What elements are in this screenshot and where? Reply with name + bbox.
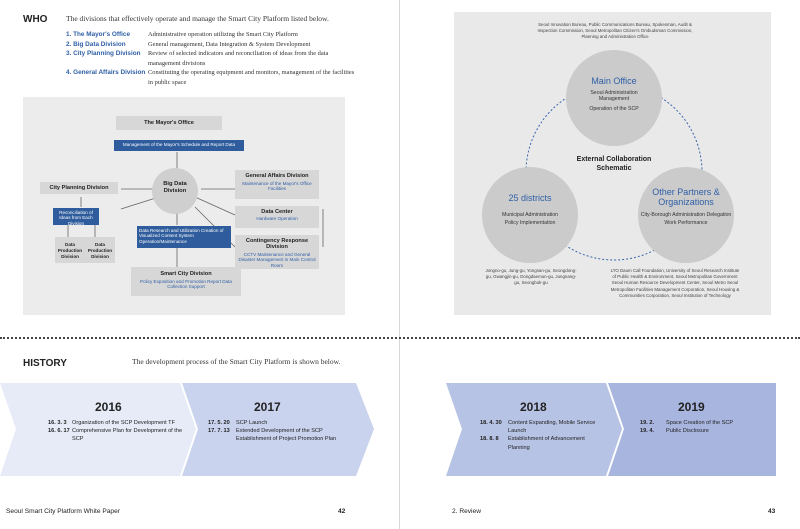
event-date: 17. 5. 20 [208,420,230,426]
smart-city-box: Smart City Division Policy Exposition an… [131,267,241,296]
event-text: Public Disclosure [666,428,709,435]
partners-note: LTO Daum Call Foundation, University of … [610,268,740,298]
mayor-sub-box: Management of the Mayor's Schedule and R… [114,140,244,151]
districts-title: 25 districts [508,193,552,203]
division-item: 2. Big Data Division General management,… [66,40,356,50]
year-2019: 2019 [678,400,705,414]
page-number-right: 43 [768,508,776,515]
events-2016: 16. 3. 3 Organization of the SCP Developm… [48,419,188,444]
division-item: 3. City Planning Division Review of sele… [66,49,356,68]
event-text: Content Expanding, Mobile Service Launch [508,420,596,435]
partners-desc2: Work Performance [664,220,708,226]
page-number-left: 42 [338,508,346,515]
division-desc: Constituting the operating equipment and… [148,69,355,86]
event-date: 16. 3. 3 [48,420,67,426]
general-affairs-box: General Affairs Division Maintenance of … [235,170,319,199]
event-date: 18. 4. 30 [480,420,502,426]
event-text: Extended Development of the SCP Establis… [236,428,337,443]
who-title: WHO [23,14,48,25]
smart-city-sub: Policy Exposition and Promotion Report D… [140,279,232,290]
data-center-box: Data Center Hardware Operation [235,206,319,228]
events-2017: 17. 5. 20 SCP Launch 17. 7. 13 Extended De… [208,419,358,444]
event-text: Establishment of Advancement Planning [508,436,585,451]
division-name: 2. Big Data Division [66,40,126,48]
main-office-desc2: Operation of the SCP [589,106,639,112]
main-office-circle: Main Office Seoul Administration Managem… [566,50,662,146]
division-name: 4. General Affairs Division [66,69,146,76]
research-box: Data Research and Utilization Creation o… [137,226,231,248]
footer-title-right: 2. Review [452,508,481,515]
mayor-title: The Mayor's Office [144,120,194,126]
contingency-sub: CCTV Maintenance and General Disaster Ma… [238,252,316,268]
contingency-box: Contingency Response Division CCTV Maint… [235,235,319,269]
year-2016: 2016 [95,400,122,414]
partners-desc1: City-Borough Administration Delegation [640,212,732,218]
year-2017: 2017 [254,400,281,414]
division-desc: General management, Data Integration & S… [148,40,311,48]
section-divider [0,337,800,339]
general-affairs-title: General Affairs Division [245,173,309,179]
general-affairs-sub: Maintenance of the Mayor's Office Facili… [242,181,312,192]
districts-note: Jongno-gu, Jung-gu, Yongsan-gu, Seongdon… [485,268,577,286]
data-center-sub: Hardware Operation [256,216,298,221]
event-text: SCP Launch [236,420,268,426]
data-center-title: Data Center [261,209,293,215]
data-production-box: Data Production Division [55,237,85,263]
event-date: 19. 2. [640,420,654,426]
event-date: 19. 4. [640,428,654,435]
event-date: 18. 8. 8 [480,436,499,443]
event-text: Organization of the SCP Development TF [72,420,176,426]
districts-circle: 25 districts Municipal Administration Po… [482,167,578,263]
division-list: 1. The Mayor's Office Administrative ope… [66,30,356,87]
history-chevrons [0,383,776,476]
districts-desc1: Municipal Administration [502,212,558,218]
main-office-desc1: Seoul Administration Management [590,90,638,102]
city-planning-box: City Planning Division [40,182,118,194]
bigdata-circle: Big Data Division [152,168,198,214]
division-item: 4. General Affairs Division Constituting… [66,68,356,87]
partners-circle: Other Partners & Organizations City-Boro… [638,167,734,263]
reconcile-box: Reconciliation of Ideas from Each Divisi… [53,208,99,226]
districts-desc2: Policy Implementation [504,220,556,226]
city-planning-title: City Planning Division [49,185,109,191]
mayor-box: The Mayor's Office [116,116,222,130]
contingency-title: Contingency Response Division [245,238,309,250]
smart-city-title: Smart City Division [160,271,212,277]
footer-title-left: Seoul Smart City Platform White Paper [6,508,120,515]
data-production-box: Data Production Division [85,237,115,263]
events-2018: 18. 4. 30 Content Expanding, Mobile Servi… [480,419,600,452]
division-item: 1. The Mayor's Office Administrative ope… [66,30,356,40]
who-intro: The divisions that effectively operate a… [66,14,329,23]
top-note: Seoul Innovation Bureau, Public Communic… [537,22,693,40]
main-office-title: Main Office [591,76,637,86]
year-2018: 2018 [520,400,547,414]
events-2019: 19. 2. Space Creation of the SCP 19. 4. Pu… [640,419,760,435]
event-text: Comprehensive Plan for Development of th… [72,428,183,443]
history-intro: The development process of the Smart Cit… [132,357,341,366]
division-desc: Administrative operation utilizing the S… [148,31,298,38]
event-text: Space Creation of the SCP [666,420,734,426]
division-name: 3. City Planning Division [66,50,141,57]
event-date: 16. 6. 17 [48,428,70,435]
division-desc: Review of selected indicators and reconc… [148,50,329,67]
partners-title: Other Partners & Organizations [652,187,720,207]
history-title: HISTORY [23,358,67,369]
dpd-title: Data Production Division [87,242,113,259]
division-name: 1. The Mayor's Office [66,31,131,38]
dpd-title: Data Production Division [57,242,83,259]
center-title: External Collaboration Schematic [576,156,652,172]
event-date: 17. 7. 13 [208,428,230,435]
page-spine [399,0,400,529]
